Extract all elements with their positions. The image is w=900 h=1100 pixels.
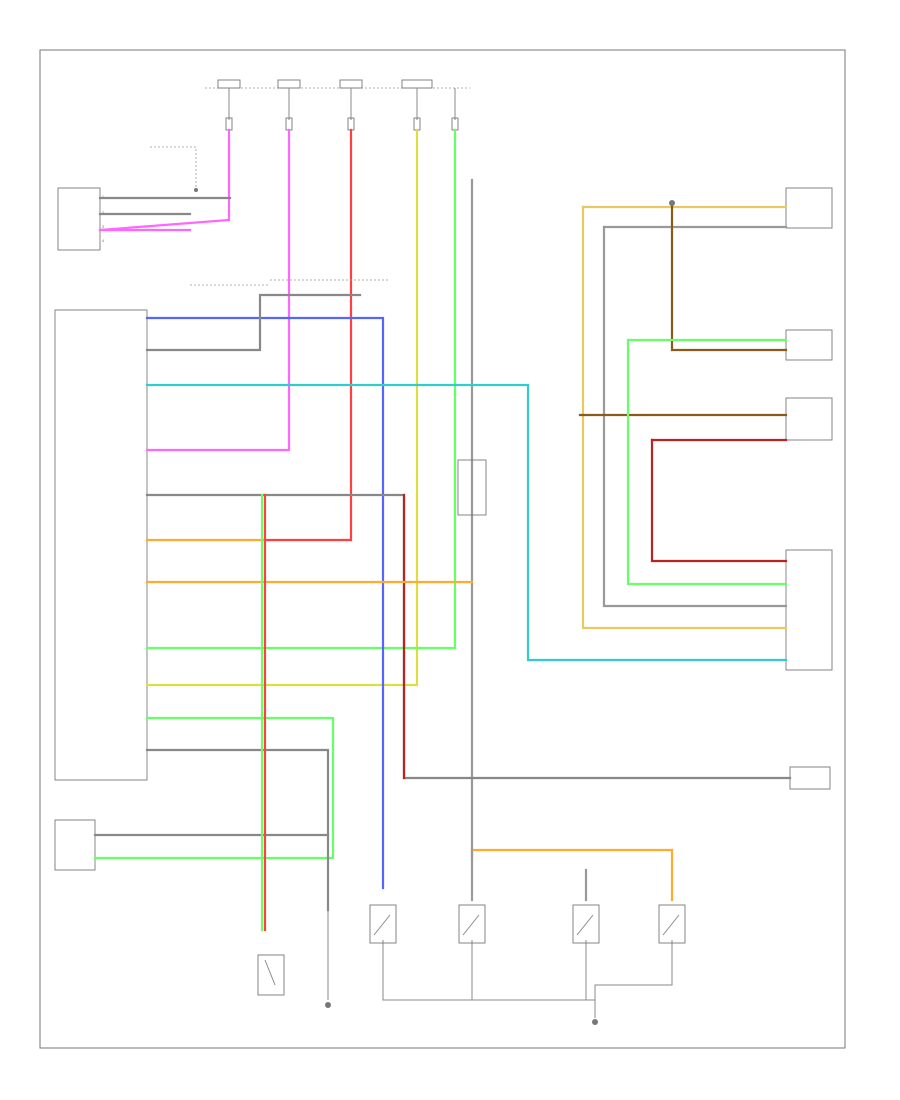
wire-teal: [145, 383, 788, 662]
wire-green-feed: [145, 128, 457, 650]
svg-text:3: 3: [102, 225, 104, 229]
ground-icon-2: [325, 1002, 331, 1008]
ground-icon: [669, 200, 675, 206]
wire-green-2: [93, 716, 335, 860]
center-component: [457, 459, 487, 516]
wire-gray-2: [145, 293, 362, 352]
wire-pink-main: [145, 128, 291, 452]
fuse-panel: [205, 79, 470, 131]
wire-brown: [670, 203, 788, 352]
svg-text:4: 4: [102, 239, 104, 243]
wire-yellow-feed: [145, 128, 419, 687]
ground-icon-3: [592, 1019, 598, 1025]
switch-bank: [369, 904, 686, 944]
left-upper-module: 1 2 3 4: [57, 187, 104, 251]
bottom-left-switch: [257, 954, 285, 996]
diagram-frame: [39, 49, 846, 1049]
lower-left-module: [54, 819, 96, 871]
wire-blue: [145, 316, 385, 890]
wire-orange-bottom: [470, 848, 674, 902]
wire-gray-4: [145, 748, 330, 912]
right-modules: [785, 187, 833, 790]
wire-pink-feed: [98, 128, 231, 232]
left-main-module: [54, 309, 148, 781]
wire-red-feed: [263, 128, 353, 542]
wire-gray-3: [145, 493, 792, 780]
